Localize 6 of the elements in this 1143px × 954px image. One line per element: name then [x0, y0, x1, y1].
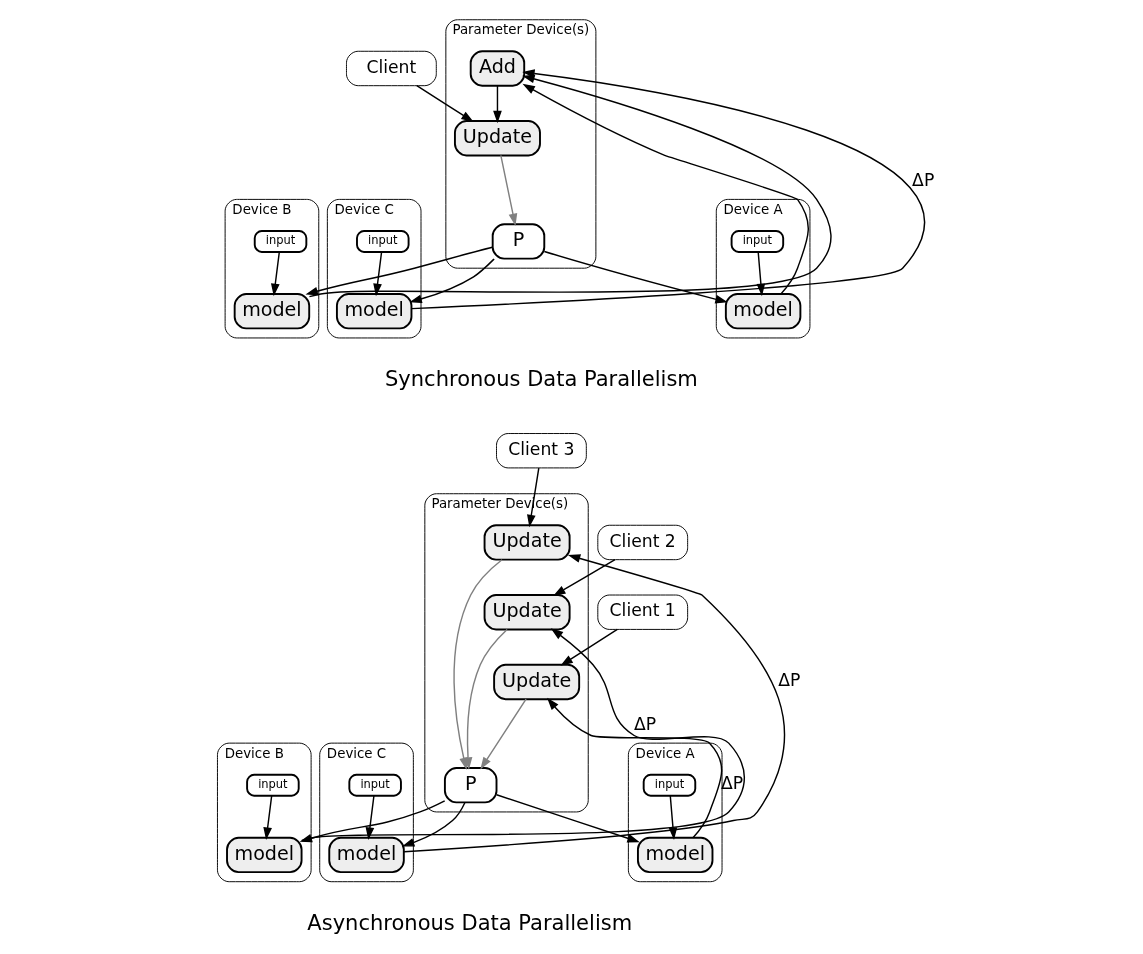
edge-label: ΔP: [777, 670, 800, 691]
label: Synchronous Data Parallelism: [384, 366, 698, 392]
edge-label: ΔP: [633, 714, 656, 735]
edge-label: ΔP: [911, 170, 934, 191]
edge-label: ΔP: [720, 773, 743, 794]
label: Asynchronous Data Parallelism: [306, 910, 632, 936]
